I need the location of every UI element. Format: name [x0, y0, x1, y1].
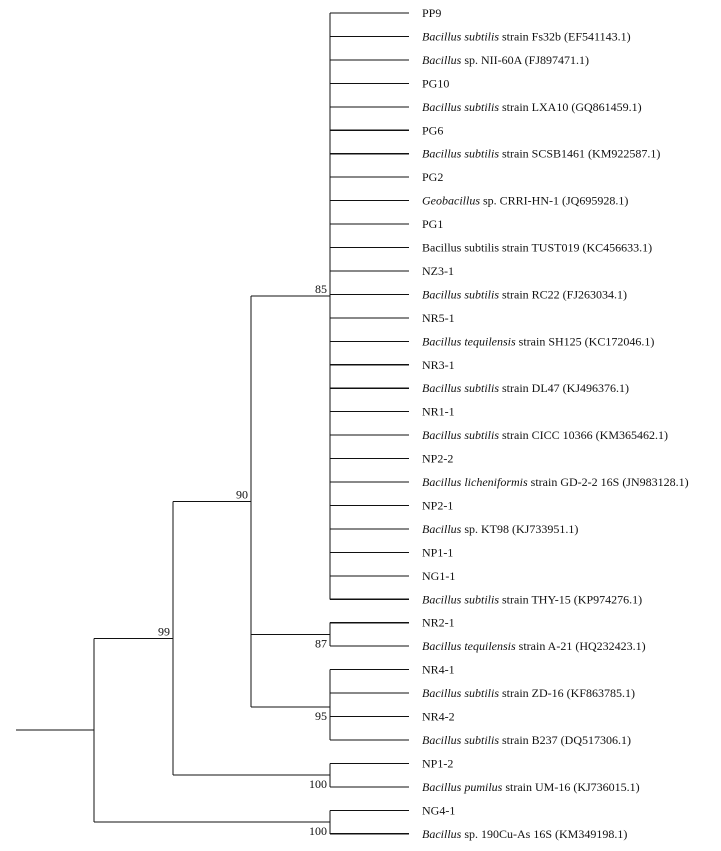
taxon-label: NP2-2	[422, 452, 453, 466]
taxon-label: NR2-1	[422, 616, 455, 630]
taxon-label: PG10	[422, 76, 449, 90]
taxon-label: Bacillus sp. 190Cu-As 16S (KM349198.1)	[422, 827, 627, 841]
taxon-label: Bacillus subtilis strain DL47 (KJ496376.…	[422, 381, 629, 395]
bootstrap-value: 99	[158, 624, 170, 638]
bootstrap-value: 90	[236, 488, 248, 502]
tree-branches	[16, 12, 409, 835]
taxon-label: Bacillus subtilis strain Fs32b (EF541143…	[422, 29, 631, 43]
taxon-label: Bacillus subtilis strain THY-15 (KP97427…	[422, 592, 642, 606]
taxon-label: Bacillus subtilis strain B237 (DQ517306.…	[422, 733, 631, 747]
taxon-label: Bacillus licheniformis strain GD-2-2 16S…	[422, 475, 689, 489]
taxon-label: Bacillus tequilensis strain A-21 (HQ2324…	[422, 639, 646, 653]
taxon-label: Bacillus sp. KT98 (KJ733951.1)	[422, 522, 578, 536]
taxon-label: NP1-1	[422, 545, 453, 559]
bootstrap-value: 87	[315, 636, 327, 650]
bootstrap-value: 95	[315, 709, 327, 723]
taxon-label: Geobacillus sp. CRRI-HN-1 (JQ695928.1)	[422, 194, 628, 208]
taxon-label: PG6	[422, 123, 443, 137]
taxon-label: NR4-2	[422, 710, 455, 724]
bootstrap-value: 100	[309, 824, 327, 838]
taxon-label: Bacillus subtilis strain RC22 (FJ263034.…	[422, 287, 627, 301]
taxon-label: PG2	[422, 170, 443, 184]
taxon-label: NR1-1	[422, 405, 455, 419]
taxon-label: NP2-1	[422, 498, 453, 512]
taxon-label: Bacillus subtilis strain CICC 10366 (KM3…	[422, 428, 668, 442]
taxon-label: PP9	[422, 6, 441, 20]
bootstrap-values: 85 87 95 90 100 99 100	[158, 282, 327, 838]
taxon-label: Bacillus tequilensis strain SH125 (KC172…	[422, 334, 654, 348]
taxon-label: NG4-1	[422, 803, 455, 817]
bootstrap-value: 85	[315, 282, 327, 296]
taxon-label: NR4-1	[422, 663, 455, 677]
taxon-label: PG1	[422, 217, 443, 231]
taxon-label: Bacillus pumilus strain UM-16 (KJ736015.…	[422, 780, 640, 794]
taxon-label: NG1-1	[422, 569, 455, 583]
taxon-label: Bacillus subtilis strain TUST019 (KC4566…	[422, 241, 652, 255]
taxon-label: NR3-1	[422, 358, 455, 372]
taxon-label: Bacillus sp. NII-60A (FJ897471.1)	[422, 53, 589, 67]
taxon-label: NR5-1	[422, 311, 455, 325]
bootstrap-value: 100	[309, 777, 327, 791]
taxon-label: NZ3-1	[422, 264, 454, 278]
taxon-label: Bacillus subtilis strain ZD-16 (KF863785…	[422, 686, 635, 700]
taxon-label: Bacillus subtilis strain SCSB1461 (KM922…	[422, 147, 660, 161]
taxon-label: NP1-2	[422, 756, 453, 770]
taxon-label: Bacillus subtilis strain LXA10 (GQ861459…	[422, 100, 642, 114]
